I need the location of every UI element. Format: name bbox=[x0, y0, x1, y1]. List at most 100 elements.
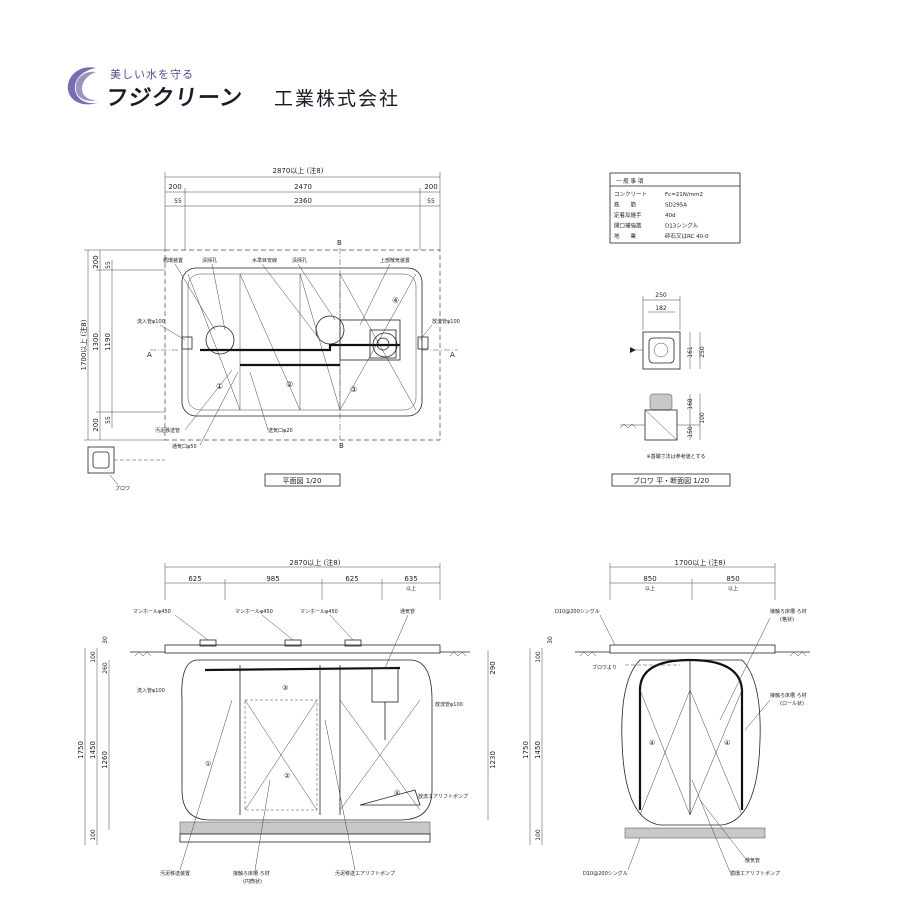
notes-row-key: 定着及継手 bbox=[614, 211, 642, 219]
long-dim-overall: 2870以上 (注8) bbox=[290, 558, 341, 567]
long-vent-box bbox=[371, 667, 399, 703]
long-label-bottom-right: 汚泥移送エアリフトポンプ bbox=[335, 870, 395, 877]
long-dim-4-note: 以上 bbox=[406, 585, 416, 592]
cross-label-right-top-sub: (格状) bbox=[780, 616, 794, 623]
long-tank-body bbox=[181, 659, 433, 821]
notes-title: 一 般 事 項 bbox=[616, 177, 644, 185]
plan-label-inlet: 流入管φ100 bbox=[137, 318, 165, 325]
long-dim-2: 985 bbox=[266, 575, 279, 583]
plan-label-diffuser: 上部散気装置 bbox=[380, 257, 410, 264]
notes-row-value: D13シングル bbox=[665, 222, 699, 230]
plan-view: 2870以上 (注8) 200 2470 200 55 2360 55 1700… bbox=[79, 166, 460, 492]
notes-row-key: 鉄 筋 bbox=[614, 201, 637, 209]
long-label-inlet: 流入管φ100 bbox=[137, 687, 165, 694]
cross-dim-l-b: 100 bbox=[535, 651, 542, 663]
notes-row-value: Fc=21N/mm2 bbox=[665, 192, 703, 198]
cross-label-diffuser: 散気管 bbox=[745, 857, 760, 864]
long-label-bottom-mid: 接触ろ床槽 ろ材 bbox=[233, 870, 270, 877]
plan-dim-middle: 1300 bbox=[92, 333, 100, 351]
cross-dim-overall: 1700以上 (注8) bbox=[675, 558, 726, 567]
cross-chamber-4-left: ④ bbox=[649, 739, 655, 747]
company-logo: 美しい水を守る フジクリーン 工業株式会社 bbox=[62, 62, 422, 112]
blower-dim-width: 250 bbox=[655, 292, 667, 299]
cross-dim-1-note: 以上 bbox=[645, 585, 655, 592]
notes-row-key: 地 業 bbox=[614, 232, 637, 240]
plan-label-vent50: 通気口φ50 bbox=[172, 443, 197, 450]
blower-dim-h1: 168 bbox=[687, 398, 694, 410]
logo-company-name: 工業株式会社 bbox=[274, 88, 401, 110]
long-base-slab bbox=[179, 821, 431, 835]
plan-section-a-right: A bbox=[450, 351, 455, 359]
cross-chamber-4-right: ④ bbox=[724, 739, 730, 747]
blower-detail: 250 182 161 250 168 100 150 ※基礎寸法は参考値と bbox=[611, 292, 731, 487]
longitudinal-section: 2870以上 (注8) 625 985 625 635 以上 30 100 26… bbox=[77, 558, 497, 885]
cross-dim-l-a: 30 bbox=[547, 636, 554, 644]
cross-dim-l-d: 1450 bbox=[534, 741, 542, 759]
plan-section-b-bottom: B bbox=[339, 442, 344, 450]
notes-row-value: 40d bbox=[665, 213, 676, 219]
notes-rows: コンクリート Fc=21N/mm2 鉄 筋 SD295A 定着及継手 40d 開口補強筋 D1… bbox=[614, 191, 709, 240]
plan-section-b-top: B bbox=[337, 239, 342, 247]
plan-label-blower: ブロワ bbox=[115, 485, 130, 492]
long-dim-l-d: 1750 bbox=[77, 741, 85, 759]
long-dim-l-e: 1450 bbox=[89, 741, 97, 759]
plan-label-sludge: 汚泥移送管 bbox=[155, 427, 180, 434]
plan-dim-bottom-small: 55 bbox=[105, 416, 112, 424]
long-chamber-4: ④ bbox=[394, 789, 400, 797]
cross-top-slab bbox=[609, 644, 776, 654]
plan-dim-left-margin: 200 bbox=[168, 183, 181, 191]
long-label-pump-right: 放流エアリフトポンプ bbox=[418, 793, 468, 800]
plan-dim-right-small: 55 bbox=[427, 198, 435, 205]
cross-dim-l-c: 1750 bbox=[522, 741, 530, 759]
logo-tagline: 美しい水を守る bbox=[110, 68, 194, 81]
cross-label-right-top: 接触ろ床槽 ろ材 bbox=[770, 608, 807, 615]
general-notes-table: 一 般 事 項 コンクリート Fc=21N/mm2 鉄 筋 SD295A 定着及継手 40… bbox=[609, 172, 741, 244]
plan-dim-bottom: 200 bbox=[92, 418, 100, 431]
plan-blower-box bbox=[87, 446, 115, 474]
cross-dim-1: 850 bbox=[643, 575, 656, 583]
plan-dim-left-small: 55 bbox=[174, 198, 182, 205]
plan-section-a-left: A bbox=[147, 351, 152, 359]
cross-base-slab bbox=[624, 827, 766, 839]
long-label-manhole1: マンホールφ450 bbox=[133, 609, 171, 615]
long-chamber-3: ③ bbox=[282, 684, 288, 692]
cross-label-circ-pump: 循環エアリフトポンプ bbox=[730, 870, 780, 877]
cross-label-rebar-bottom: D10@200シングル bbox=[583, 870, 628, 877]
notes-row-value: SD295A bbox=[665, 203, 687, 209]
blower-unit bbox=[649, 393, 673, 411]
blower-caption-box bbox=[611, 473, 731, 487]
cross-label-right-mid: 接触ろ床槽 ろ材 bbox=[770, 692, 807, 699]
long-dim-l-h: 100 bbox=[90, 829, 97, 841]
plan-dim-inner: 2470 bbox=[294, 183, 312, 191]
plan-tank-outline bbox=[181, 267, 423, 417]
long-label-bottom-left: 汚泥移送装置 bbox=[160, 870, 190, 877]
plan-dim-right-margin: 200 bbox=[424, 183, 437, 191]
long-dim-l-a: 30 bbox=[102, 636, 109, 644]
blower-dim-height: 250 bbox=[699, 346, 706, 358]
long-label-bottom-mid-sub: (円筒状) bbox=[243, 878, 262, 885]
plan-dim-top-small: 55 bbox=[105, 261, 112, 269]
cross-section: 1700以上 (注8) 850 850 以上 以上 30 100 1750 14… bbox=[522, 558, 810, 877]
plan-label-inspection-2: 清掃孔 bbox=[292, 257, 307, 264]
plan-manhole-1 bbox=[205, 325, 235, 355]
notes-row-key: コンクリート bbox=[614, 191, 647, 198]
long-dim-r-b: 1230 bbox=[489, 751, 497, 769]
plan-caption-box bbox=[264, 473, 341, 487]
plan-excavation-outline bbox=[164, 249, 441, 441]
plan-label-air-pipe: 送気口φ20 bbox=[268, 427, 293, 434]
logo-swoosh-icon bbox=[67, 67, 100, 105]
notes-row-key: 開口補強筋 bbox=[614, 222, 642, 230]
plan-label-inspection: 清掃孔 bbox=[202, 257, 217, 264]
cross-dim-2: 850 bbox=[726, 575, 739, 583]
long-dim-4: 635 bbox=[404, 575, 417, 583]
blower-dim-h3: 150 bbox=[687, 426, 694, 438]
plan-label-circulation: 循環装置 bbox=[163, 257, 183, 264]
plan-label-outlet: 放流管φ100 bbox=[432, 318, 460, 325]
plan-dim-top: 200 bbox=[92, 255, 100, 268]
blower-note: ※基礎寸法は参考値とする bbox=[646, 453, 705, 460]
blower-dim-h2: 100 bbox=[699, 412, 706, 424]
long-label-outlet: 放流管φ100 bbox=[435, 701, 463, 708]
plan-chamber-4: ④ bbox=[392, 296, 399, 305]
long-label-vent: 通気管 bbox=[400, 608, 415, 615]
